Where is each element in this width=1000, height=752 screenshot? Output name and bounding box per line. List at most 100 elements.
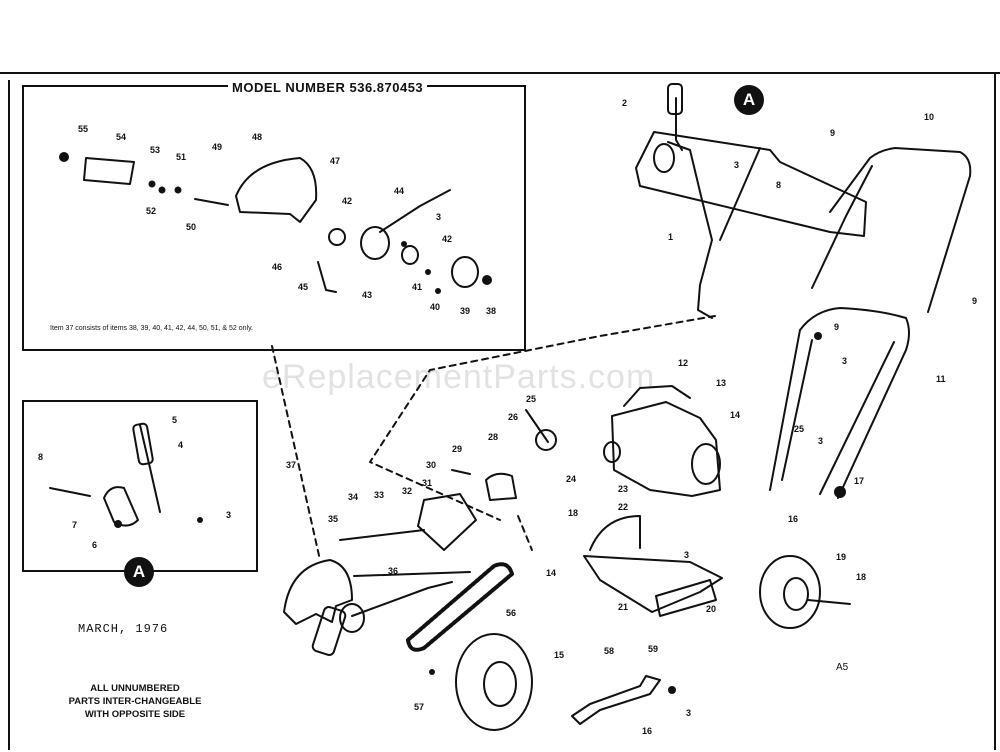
control-rod-part bbox=[719, 147, 761, 241]
nut-part bbox=[834, 486, 846, 498]
part-label: 14 bbox=[546, 568, 557, 578]
blade-part bbox=[83, 157, 135, 185]
arm-part bbox=[525, 409, 549, 443]
part-label: 3 bbox=[436, 212, 442, 222]
part-label: 42 bbox=[342, 196, 353, 206]
spindle-pulley-part bbox=[339, 603, 365, 633]
part-label: 9 bbox=[834, 322, 840, 332]
handle-bracket-part bbox=[635, 131, 867, 237]
part-label: 51 bbox=[176, 152, 187, 162]
part-label: 3 bbox=[226, 510, 232, 520]
part-label: 53 bbox=[150, 145, 161, 155]
pulley-part bbox=[328, 228, 346, 246]
engine-part bbox=[603, 441, 621, 463]
frame-right-edge bbox=[994, 72, 996, 750]
nut-part bbox=[197, 517, 203, 523]
part-label: 22 bbox=[618, 502, 629, 512]
date-text: MARCH, 1976 bbox=[78, 622, 169, 636]
frame-bracket-part bbox=[655, 579, 717, 617]
part-label: 36 bbox=[388, 566, 399, 576]
rod-part bbox=[451, 469, 471, 475]
part-label: 9 bbox=[830, 128, 836, 138]
part-label: 8 bbox=[38, 452, 44, 462]
blade-guard-part bbox=[235, 157, 318, 223]
nut-part bbox=[148, 180, 156, 188]
wheel-bracket-part bbox=[571, 675, 661, 725]
nut-part bbox=[429, 669, 435, 675]
part-label: 35 bbox=[328, 514, 339, 524]
belt-guard-part bbox=[589, 515, 641, 551]
pulley-part bbox=[360, 226, 390, 260]
nut-part bbox=[114, 520, 122, 528]
part-label: 44 bbox=[394, 186, 405, 196]
part-label: 3 bbox=[686, 708, 692, 718]
leader-line bbox=[517, 515, 533, 551]
part-label: 21 bbox=[618, 602, 629, 612]
part-label: 18 bbox=[568, 508, 579, 518]
part-label: 42 bbox=[442, 234, 453, 244]
part-label: 7 bbox=[72, 520, 78, 530]
nut-part bbox=[425, 269, 431, 275]
part-label: 30 bbox=[426, 460, 437, 470]
nut-part bbox=[401, 241, 407, 247]
washer-part bbox=[158, 186, 166, 194]
axle-bolt-part bbox=[807, 599, 851, 605]
part-label: 10 bbox=[924, 112, 935, 122]
part-label: 25 bbox=[526, 394, 537, 404]
plate-part bbox=[103, 486, 139, 527]
part-label: 3 bbox=[818, 436, 824, 446]
handle-lower-part bbox=[781, 339, 813, 481]
part-label: 20 bbox=[706, 604, 717, 614]
part-label: 13 bbox=[716, 378, 727, 388]
part-label: 2 bbox=[622, 98, 628, 108]
grip-part bbox=[132, 422, 154, 466]
part-label: 26 bbox=[508, 412, 519, 422]
edger-guard-part bbox=[283, 559, 353, 625]
part-label: 14 bbox=[730, 410, 741, 420]
part-label: 5 bbox=[172, 415, 178, 425]
part-label: 47 bbox=[330, 156, 341, 166]
drawing-frame bbox=[0, 72, 1000, 752]
part-label: 38 bbox=[486, 306, 497, 316]
part-label: 39 bbox=[460, 306, 471, 316]
part-label: 50 bbox=[186, 222, 197, 232]
nut-part bbox=[814, 332, 822, 340]
part-label: 40 bbox=[430, 302, 441, 312]
drive-belt-part bbox=[406, 562, 514, 652]
lever-grip-part bbox=[667, 83, 683, 115]
bolt-part bbox=[49, 487, 91, 497]
pulley-part bbox=[451, 256, 479, 288]
part-label: 11 bbox=[936, 374, 946, 384]
part-label: 3 bbox=[684, 550, 690, 560]
handle-lower-part bbox=[769, 307, 910, 499]
nut-part bbox=[435, 288, 441, 294]
part-label: 8 bbox=[776, 180, 782, 190]
part-label: 28 bbox=[488, 432, 499, 442]
part-label: 37 bbox=[286, 460, 297, 470]
part-label: 15 bbox=[554, 650, 565, 660]
part-label: 23 bbox=[618, 484, 629, 494]
model-title: MODEL NUMBER 536.870453 bbox=[228, 80, 428, 95]
part-label: 9 bbox=[972, 296, 978, 306]
part-label: 59 bbox=[648, 644, 659, 654]
support-arm-part bbox=[351, 581, 453, 617]
lever-top-part bbox=[675, 97, 683, 151]
diagram-code: A5 bbox=[836, 662, 849, 673]
watermark: eReplacementParts.com bbox=[262, 358, 656, 396]
spindle-housing-part bbox=[311, 606, 347, 656]
part-label: 12 bbox=[678, 358, 689, 368]
part-label: 6 bbox=[92, 540, 98, 550]
handle-upper-part bbox=[829, 147, 972, 313]
nut-part bbox=[59, 152, 69, 162]
nut-part bbox=[482, 275, 492, 285]
part-label: 33 bbox=[374, 490, 385, 500]
part-label: 32 bbox=[402, 486, 413, 496]
part-label: 25 bbox=[794, 424, 805, 434]
part-label: 56 bbox=[506, 608, 517, 618]
part-label: 46 bbox=[272, 262, 283, 272]
engine-part bbox=[623, 385, 691, 407]
part-label: 1 bbox=[668, 232, 674, 242]
part-label: 31 bbox=[422, 478, 433, 488]
washer-part bbox=[174, 186, 182, 194]
front-wheel-hub-part bbox=[483, 661, 517, 707]
